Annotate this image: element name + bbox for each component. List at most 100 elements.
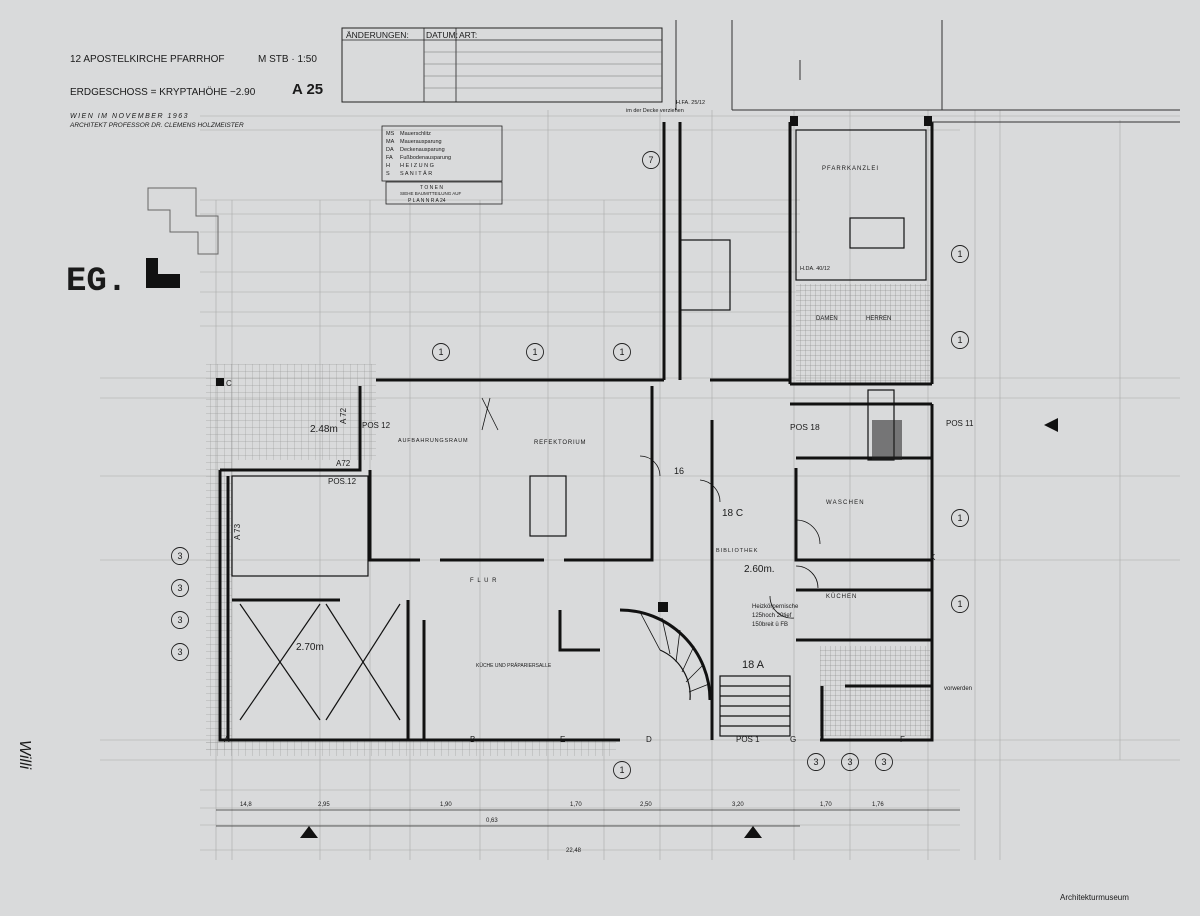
dim-4: 2,50 xyxy=(640,802,652,808)
circle-tag: 1 xyxy=(526,343,544,361)
title-line2: ERDGESCHOSS = KRYPTAHÖHE −2.90 xyxy=(70,86,256,98)
legend-item-fa: FA xyxy=(386,155,393,161)
dim-0: 14,8 xyxy=(240,802,252,808)
circle-tag: 3 xyxy=(171,547,189,565)
circle-tag: 1 xyxy=(951,509,969,527)
circle-tag: 3 xyxy=(807,753,825,771)
room-refektorium: REFEKTORIUM xyxy=(534,440,586,446)
svg-text:7: 7 xyxy=(648,155,653,165)
svg-text:3: 3 xyxy=(881,757,886,767)
mark-e: E xyxy=(560,735,565,744)
walls xyxy=(218,122,934,742)
heizkoerper-3: 150breit ü FB xyxy=(752,622,788,628)
title-block: 12 APOSTELKIRCHE PFARRHOF M STB · 1:50 E… xyxy=(69,54,323,129)
circle-tag: 3 xyxy=(875,753,893,771)
hda-note: H.DA. 40/12 xyxy=(800,266,830,272)
circle-tag: 1 xyxy=(951,245,969,263)
wc-tiles xyxy=(820,646,930,736)
spiral-stair-outer xyxy=(619,608,712,701)
legend-item-ma: MA xyxy=(386,139,395,145)
mark-c: C xyxy=(226,379,232,388)
key-plan-outline xyxy=(147,187,219,255)
circle-tag: 1 xyxy=(432,343,450,361)
dim-total: 0,63 xyxy=(486,818,498,824)
room-waschen: WASCHEN xyxy=(826,500,865,506)
pos-12b: POS.12 xyxy=(328,477,357,486)
dim-6: 1,70 xyxy=(820,802,832,808)
stair-hatch xyxy=(872,420,902,460)
svg-text:3: 3 xyxy=(813,757,818,767)
hfa-note: H.FA. 25/12 xyxy=(676,100,705,106)
column-marker-2 xyxy=(790,116,798,126)
room-flur: F L U R xyxy=(470,578,497,584)
legend-label-ma: Mauerausparung xyxy=(400,139,442,145)
floor-label: EG. xyxy=(66,263,127,301)
archive-stamp: Architekturmuseum xyxy=(1060,893,1129,902)
toilet-tiles xyxy=(796,284,930,384)
decke-note: im der Decke verziehen xyxy=(626,108,684,114)
title-line1: 12 APOSTELKIRCHE PFARRHOF xyxy=(70,54,225,65)
pos-1: POS 1 xyxy=(736,735,760,744)
stair-label: 18 A xyxy=(742,659,765,671)
circle-tag: 3 xyxy=(171,579,189,597)
legend-note-1: T O N E N xyxy=(420,185,443,191)
dim-5: 3,20 xyxy=(732,802,744,808)
circle-tags: 1 1 1 1 1 1 1 1 3 3 3 3 3 3 7 3 xyxy=(171,151,969,779)
pos-11: POS 11 xyxy=(946,419,974,428)
room-kueche: KÜCHE UND PRÄPARIERSALLE xyxy=(476,662,552,669)
legend-label-da: Deckenausparung xyxy=(400,147,445,153)
svg-text:3: 3 xyxy=(847,757,852,767)
room-pfarrkanzlei: PFARRKANZLEI xyxy=(822,166,879,172)
label-a72b: A72 xyxy=(336,459,351,468)
svg-text:3: 3 xyxy=(177,551,182,561)
margin-signature: Willi xyxy=(16,740,33,770)
section-marks: A B C D E F G K xyxy=(224,379,936,744)
room-bibliothek: BIBLIOTHEK xyxy=(716,548,758,554)
room-aufbahrung: AUFBAHRUNGSRAUM xyxy=(398,438,468,444)
section-arrow-right xyxy=(1044,418,1058,432)
svg-text:3: 3 xyxy=(177,583,182,593)
dim-2: 1,90 xyxy=(440,802,452,808)
svg-text:1: 1 xyxy=(619,347,624,357)
vorwerden-note: vorwerden xyxy=(944,686,972,692)
key-plan-notch xyxy=(158,258,180,274)
circle-tag: 1 xyxy=(951,595,969,613)
mark-b: B xyxy=(470,735,475,744)
dim-7: 1,76 xyxy=(872,802,884,808)
date-line: WIEN IM NOVEMBER 1963 xyxy=(70,113,189,120)
dim-3: 1,70 xyxy=(570,802,582,808)
section-arrow-left xyxy=(300,826,318,838)
legend-item-s: S xyxy=(386,171,390,177)
terrace-tiles xyxy=(206,364,376,460)
svg-text:1: 1 xyxy=(619,765,624,775)
svg-text:1: 1 xyxy=(957,249,962,259)
title-scale: M STB · 1:50 xyxy=(258,54,317,65)
legend-item-h: H xyxy=(386,163,390,169)
svg-text:1: 1 xyxy=(532,347,537,357)
pos-12a: POS 12 xyxy=(362,421,391,430)
mark-d: D xyxy=(646,735,652,744)
pos-18: POS 18 xyxy=(790,422,820,432)
mark-f: F xyxy=(900,735,905,744)
svg-text:1: 1 xyxy=(438,347,443,357)
site-boundary xyxy=(675,20,1180,123)
circle-tag: 7 xyxy=(642,151,660,169)
legend-note-3: P L A N N R A 24 xyxy=(408,198,446,204)
bottom-terrace-tiles xyxy=(206,740,616,756)
changes-col1: ÄNDERUNGEN: xyxy=(346,30,409,40)
mark-g: G xyxy=(790,735,796,744)
circle-tag: 3 xyxy=(171,643,189,661)
mark-k: K xyxy=(930,553,936,562)
height-248: 2.48m xyxy=(310,424,338,435)
label-a72a: A 72 xyxy=(339,407,348,424)
svg-text:1: 1 xyxy=(957,513,962,523)
changes-col2: DATUM: xyxy=(426,30,458,40)
thin-walls xyxy=(231,129,927,737)
legend-item-ms: MS xyxy=(386,131,395,137)
mark-a: A xyxy=(224,735,230,744)
circle-tag: 1 xyxy=(613,761,631,779)
height-260: 2.60m. xyxy=(744,564,775,575)
